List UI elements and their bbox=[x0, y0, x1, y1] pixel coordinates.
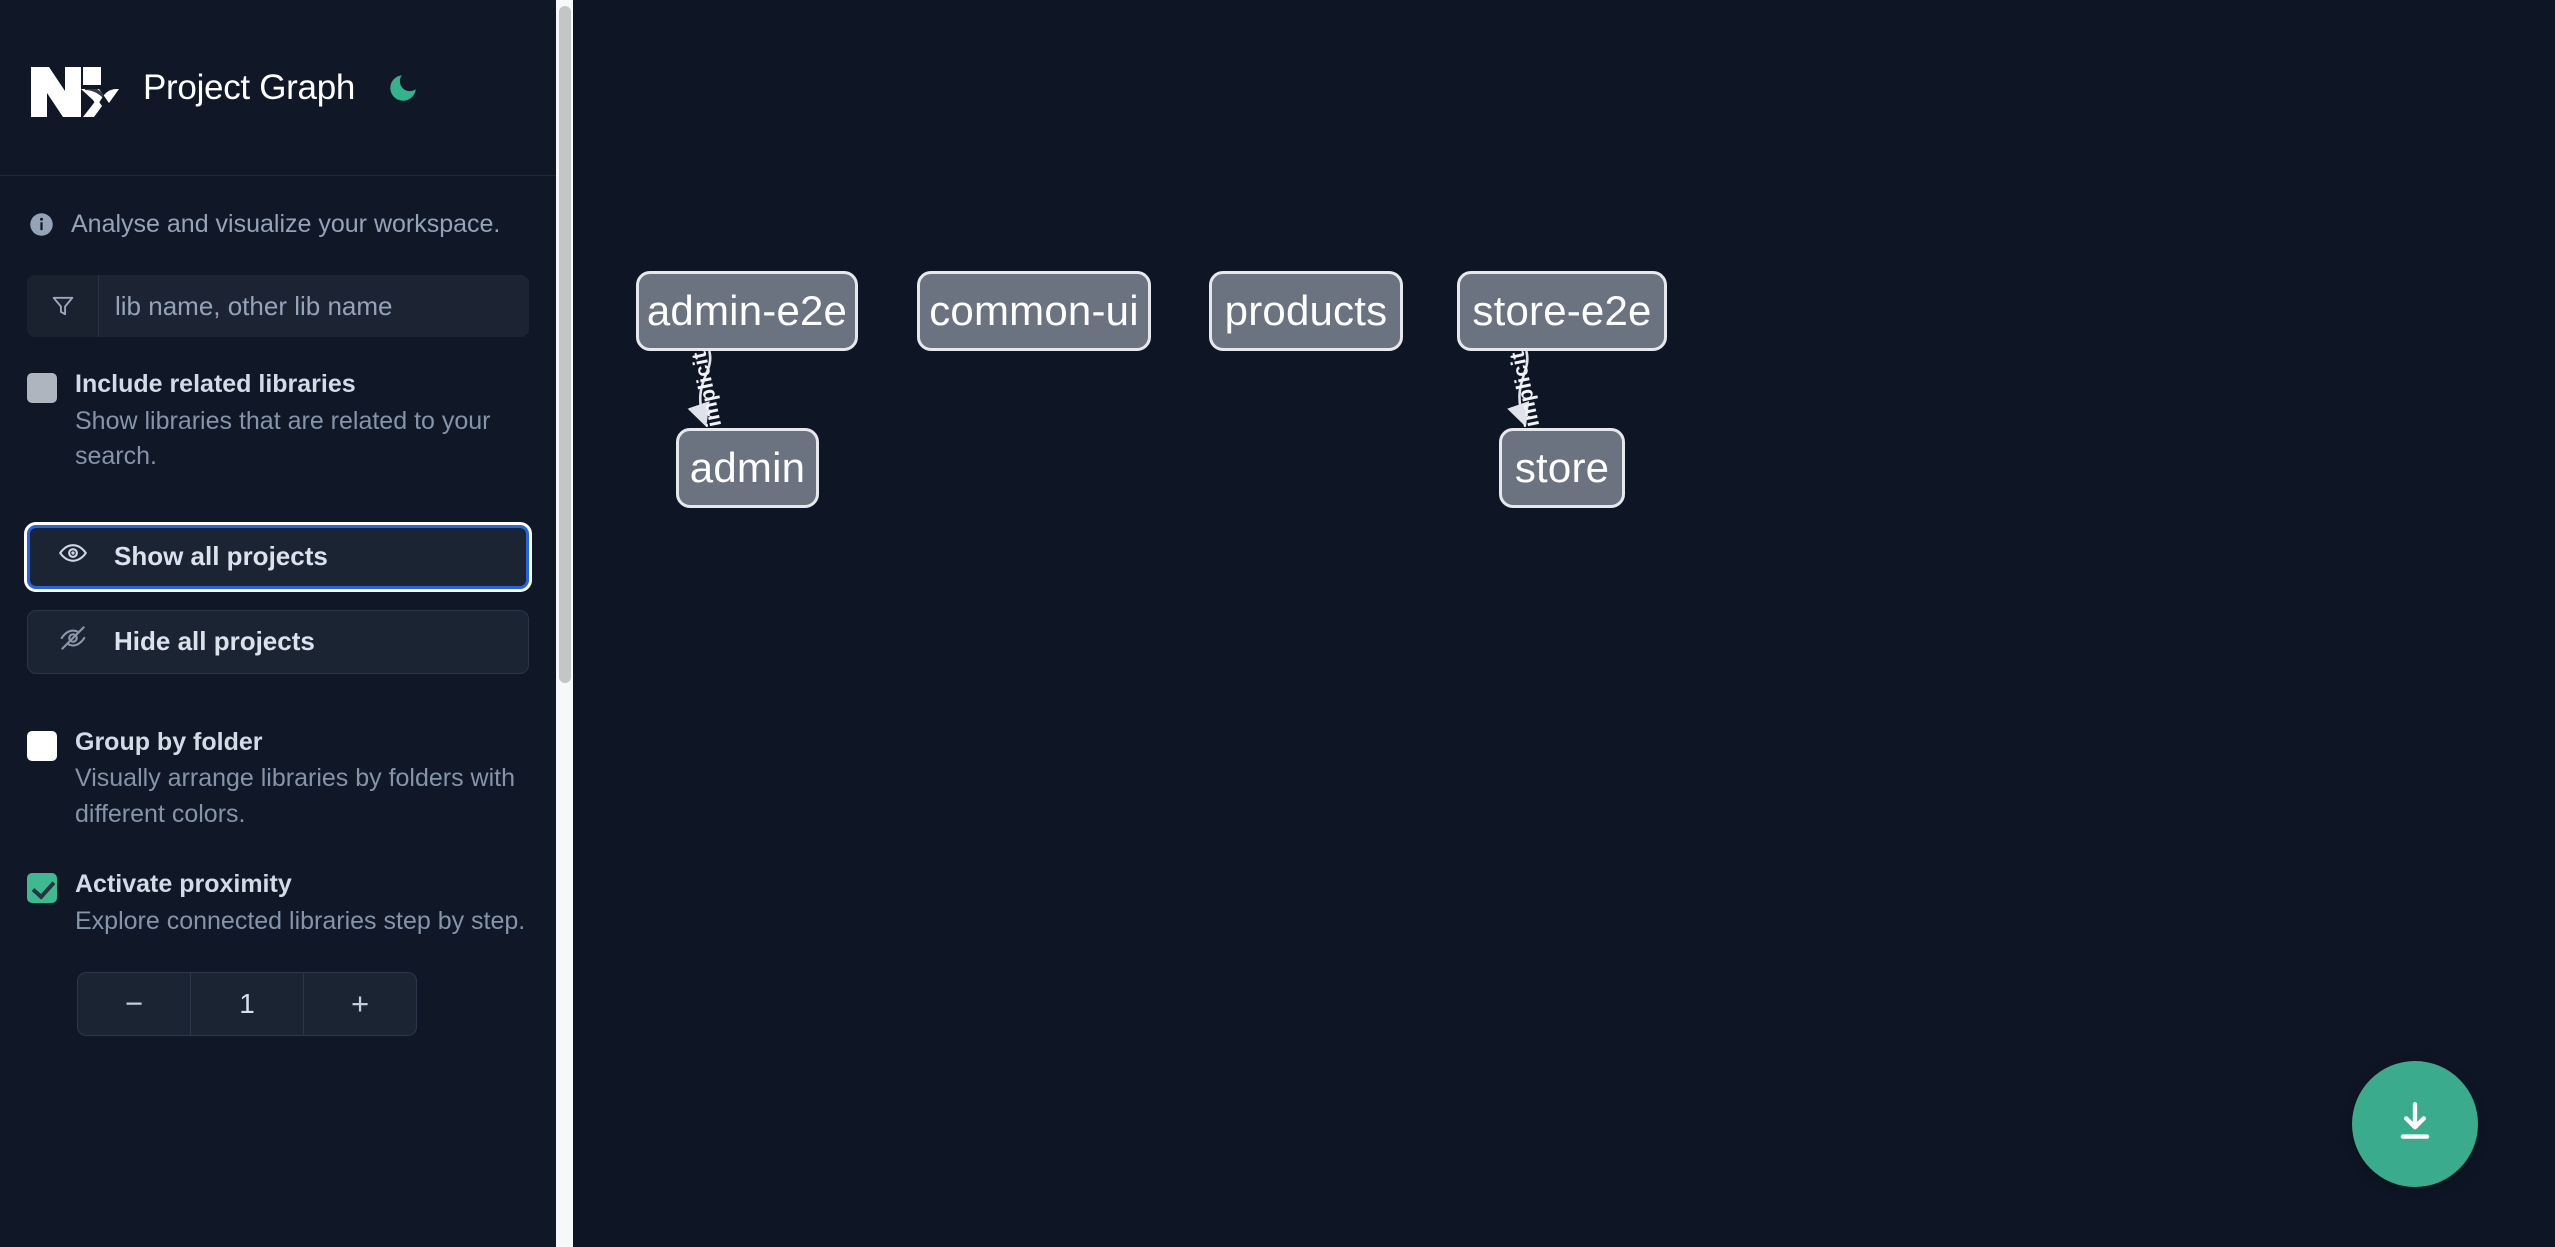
group-by-folder-label: Group by folder bbox=[75, 727, 263, 756]
tagline-text: Analyse and visualize your workspace. bbox=[71, 209, 501, 238]
show-all-projects-button[interactable]: Show all projects bbox=[24, 521, 532, 592]
moon-icon[interactable] bbox=[380, 65, 426, 111]
include-related-libraries-checkbox[interactable] bbox=[27, 373, 57, 403]
eye-off-icon bbox=[58, 623, 88, 660]
include-related-libraries-description: Show libraries that are related to your … bbox=[75, 406, 491, 471]
sidebar-tagline: Analyse and visualize your workspace. bbox=[0, 176, 556, 272]
option-include-related-libraries[interactable]: Include related libraries Show libraries… bbox=[27, 369, 529, 475]
download-icon bbox=[2390, 1097, 2440, 1152]
graph-node-label: common-ui bbox=[929, 287, 1139, 334]
graph-node-store-e2e[interactable]: store-e2e bbox=[1457, 271, 1667, 351]
eye-icon bbox=[58, 538, 88, 575]
info-icon bbox=[28, 211, 55, 238]
sidebar: Project Graph Analyse and visualize your… bbox=[0, 0, 556, 1247]
graph-node-common-ui[interactable]: common-ui bbox=[917, 271, 1151, 351]
graph-node-store[interactable]: store bbox=[1499, 428, 1625, 508]
group-by-folder-checkbox[interactable] bbox=[27, 730, 57, 761]
sidebar-header: Project Graph bbox=[0, 0, 556, 176]
graph-node-label: admin bbox=[689, 444, 806, 491]
option-activate-proximity[interactable]: Activate proximity Explore connected lib… bbox=[27, 869, 529, 939]
show-all-projects-label: Show all projects bbox=[114, 541, 328, 571]
download-graph-button[interactable] bbox=[2352, 1061, 2478, 1187]
graph-node-label: store-e2e bbox=[1472, 287, 1652, 334]
activate-proximity-label: Activate proximity bbox=[75, 870, 292, 898]
activate-proximity-checkbox[interactable] bbox=[27, 873, 57, 903]
proximity-increment-button[interactable]: + bbox=[303, 973, 416, 1035]
graph-edge-admin-e2e-to-admin bbox=[687, 350, 712, 427]
nx-logo-icon bbox=[27, 55, 123, 121]
graph-node-label: products bbox=[1224, 287, 1388, 334]
graph-node-products[interactable]: products bbox=[1209, 271, 1403, 351]
proximity-decrement-button[interactable]: − bbox=[78, 973, 191, 1035]
graph-edges bbox=[687, 350, 1530, 427]
activate-proximity-description: Explore connected libraries step by step… bbox=[75, 906, 526, 935]
filter-box[interactable] bbox=[27, 275, 529, 337]
group-by-folder-description: Visually arrange libraries by folders wi… bbox=[75, 764, 516, 828]
include-related-libraries-label: Include related libraries bbox=[75, 370, 356, 398]
app-title: Project Graph bbox=[143, 67, 356, 107]
funnel-icon bbox=[27, 275, 99, 337]
sidebar-scrollbar-thumb[interactable] bbox=[559, 6, 571, 683]
graph-node-admin[interactable]: admin bbox=[676, 428, 819, 508]
graph-node-admin-e2e[interactable]: admin-e2e bbox=[636, 271, 858, 351]
hide-all-projects-label: Hide all projects bbox=[114, 626, 315, 656]
graph-canvas[interactable]: admin-e2e common-ui products store-e2e admin… bbox=[573, 0, 2555, 1247]
sidebar-scrollbar[interactable] bbox=[556, 0, 573, 1247]
search-input[interactable] bbox=[99, 275, 529, 337]
proximity-stepper[interactable]: − 1 + bbox=[77, 972, 417, 1036]
sidebar-body: Include related libraries Show libraries… bbox=[0, 275, 556, 1036]
proximity-value: 1 bbox=[239, 988, 255, 1019]
graph-edge-store-e2e-to-store bbox=[1507, 350, 1530, 427]
option-group-by-folder[interactable]: Group by folder Visually arrange librari… bbox=[27, 727, 529, 833]
graph-node-label: admin-e2e bbox=[646, 287, 848, 334]
hide-all-projects-button[interactable]: Hide all projects bbox=[27, 609, 529, 674]
graph-node-label: store bbox=[1514, 444, 1610, 491]
